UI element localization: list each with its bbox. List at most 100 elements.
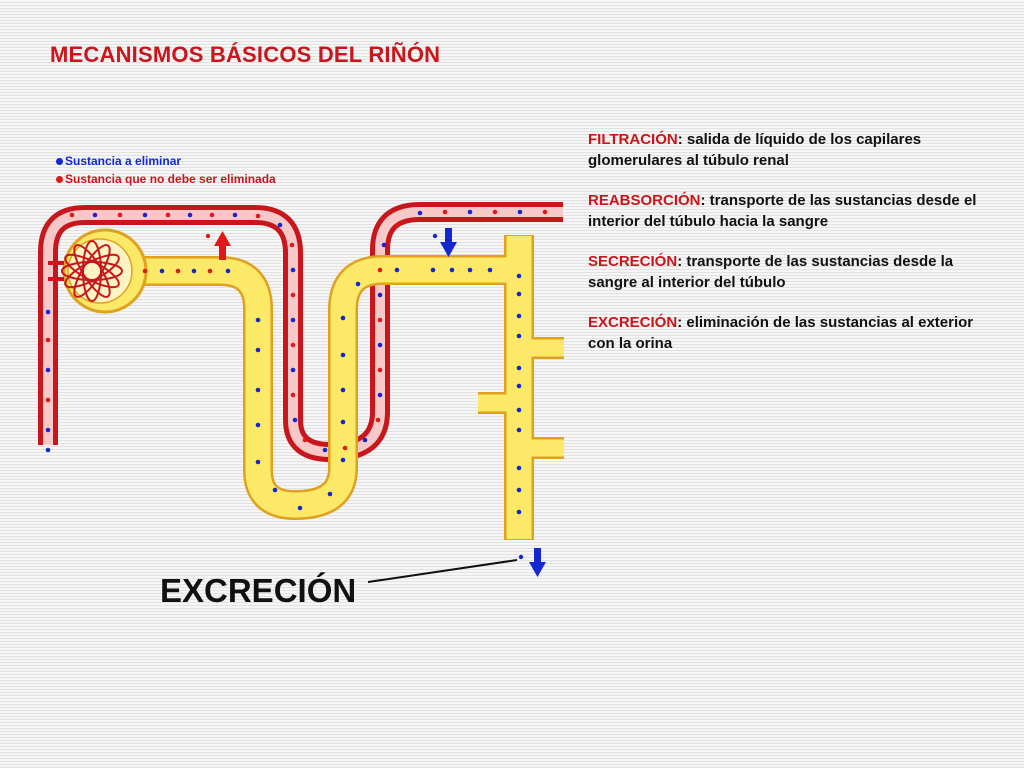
vessel-particle bbox=[290, 267, 296, 273]
red-dot-icon bbox=[56, 175, 63, 183]
excretion-arrow-icon bbox=[518, 548, 546, 577]
tubule-particle bbox=[516, 465, 522, 471]
tubule-particle bbox=[327, 491, 333, 497]
tubule-lumen bbox=[138, 257, 511, 518]
tubule-particle bbox=[272, 487, 278, 493]
tubule-outline bbox=[138, 255, 511, 520]
tubule-particle bbox=[142, 268, 148, 274]
secretion-arrow-icon bbox=[432, 228, 457, 257]
vessel-particle bbox=[255, 213, 261, 219]
vessel-particle bbox=[542, 209, 548, 215]
legend-label-keep: Sustancia que no debe ser eliminada bbox=[65, 172, 276, 186]
term-reabsorcion: REABSORCIÓN bbox=[588, 192, 701, 209]
tubule-particle bbox=[175, 268, 181, 274]
vessel-particle bbox=[277, 222, 283, 228]
vessel-particle bbox=[45, 309, 51, 315]
vessel-particle bbox=[117, 212, 123, 218]
renal-tubule bbox=[138, 235, 564, 540]
vessel-particle bbox=[290, 292, 296, 298]
tubule-particle bbox=[297, 505, 303, 511]
blue-dot-icon bbox=[56, 157, 63, 165]
tubule-particle bbox=[340, 457, 346, 463]
definition-excrecion: EXCRECIÓN: eliminación de las sustancias… bbox=[588, 312, 998, 354]
definitions-list: FILTRACIÓN: salida de líquido de los cap… bbox=[588, 129, 998, 373]
tubule-particle bbox=[516, 383, 522, 389]
tubule-particle bbox=[340, 315, 346, 321]
vessel-particle bbox=[142, 212, 148, 218]
tubule-particle bbox=[255, 387, 261, 393]
text-reabsorcion: : transporte de las sustancias desde el … bbox=[588, 192, 977, 230]
vessel-particle bbox=[290, 367, 296, 373]
vessel-particle bbox=[362, 437, 368, 443]
legend: Sustancia a eliminar Sustancia que no de… bbox=[56, 152, 276, 188]
tubule-particle bbox=[255, 422, 261, 428]
term-secrecion: SECRECIÓN bbox=[588, 253, 678, 270]
vessel-particle bbox=[417, 210, 423, 216]
tubule-particle bbox=[516, 291, 522, 297]
vessel-particle bbox=[45, 427, 51, 433]
tubule-particle bbox=[340, 419, 346, 425]
tubule-particle bbox=[516, 365, 522, 371]
tubule-particle bbox=[207, 268, 213, 274]
tubule-particle bbox=[340, 387, 346, 393]
vessel-particle bbox=[209, 212, 215, 218]
tubule-particle bbox=[255, 459, 261, 465]
tubule-particle bbox=[191, 268, 197, 274]
glomerulus-icon bbox=[48, 228, 148, 314]
tubule-particle bbox=[255, 347, 261, 353]
tubule-particle bbox=[355, 281, 361, 287]
excrecion-callout: EXCRECIÓN bbox=[160, 572, 357, 609]
legend-item-keep: Sustancia que no debe ser eliminada bbox=[56, 170, 276, 188]
term-excrecion: EXCRECIÓN bbox=[588, 314, 678, 331]
vessel-particle bbox=[69, 212, 75, 218]
callout-leader-line bbox=[367, 559, 518, 583]
tubule-particle bbox=[225, 268, 231, 274]
tubule-particle bbox=[516, 273, 522, 279]
vessel-particle bbox=[302, 437, 308, 443]
vessel-particle bbox=[290, 392, 296, 398]
tubule-particle bbox=[467, 267, 473, 273]
vessel-particle bbox=[165, 212, 171, 218]
tubule-particle bbox=[487, 267, 493, 273]
vessel-particle bbox=[342, 445, 348, 451]
text-secrecion: : transporte de las sustancias desde la … bbox=[588, 253, 954, 291]
vessel-particle bbox=[187, 212, 193, 218]
vessel-particle bbox=[92, 212, 98, 218]
blood-vessel bbox=[38, 202, 563, 462]
tubule-particle bbox=[516, 509, 522, 515]
tubule-particle bbox=[516, 407, 522, 413]
tubule-particle bbox=[159, 268, 165, 274]
vessel-particle bbox=[289, 242, 295, 248]
vessel-particle bbox=[45, 367, 51, 373]
vessel-particle bbox=[492, 209, 498, 215]
tubule-particle bbox=[430, 267, 436, 273]
vessel-particle bbox=[395, 222, 401, 228]
vessel-particle bbox=[290, 342, 296, 348]
vessel-particle bbox=[232, 212, 238, 218]
vessel-particles bbox=[45, 209, 548, 453]
definition-reabsorcion: REABSORCIÓN: transporte de las sustancia… bbox=[588, 190, 998, 232]
reabsorption-arrow-icon bbox=[205, 231, 231, 260]
tubule-particle bbox=[516, 487, 522, 493]
vessel-particle bbox=[377, 367, 383, 373]
text-filtracion: : salida de líquido de los capilares glo… bbox=[588, 131, 922, 169]
vessel-particle bbox=[322, 447, 328, 453]
definition-filtracion: FILTRACIÓN: salida de líquido de los cap… bbox=[588, 129, 998, 171]
vessel-particle bbox=[467, 209, 473, 215]
vessel-particle bbox=[442, 209, 448, 215]
tubule-particle bbox=[516, 427, 522, 433]
tubule-particle bbox=[255, 317, 261, 323]
vessel-particle bbox=[377, 317, 383, 323]
vessel-particle bbox=[377, 392, 383, 398]
vessel-particle bbox=[381, 242, 387, 248]
vessel-particle bbox=[45, 337, 51, 343]
vessel-particle bbox=[292, 417, 298, 423]
vessel-lumen bbox=[43, 207, 563, 457]
vessel-particle bbox=[377, 342, 383, 348]
vessel-particle bbox=[377, 267, 383, 273]
vessel-particle bbox=[517, 209, 523, 215]
legend-item-eliminate: Sustancia a eliminar bbox=[56, 152, 276, 170]
definition-secrecion: SECRECIÓN: transporte de las sustancias … bbox=[588, 251, 998, 293]
vessel-particle bbox=[45, 397, 51, 403]
